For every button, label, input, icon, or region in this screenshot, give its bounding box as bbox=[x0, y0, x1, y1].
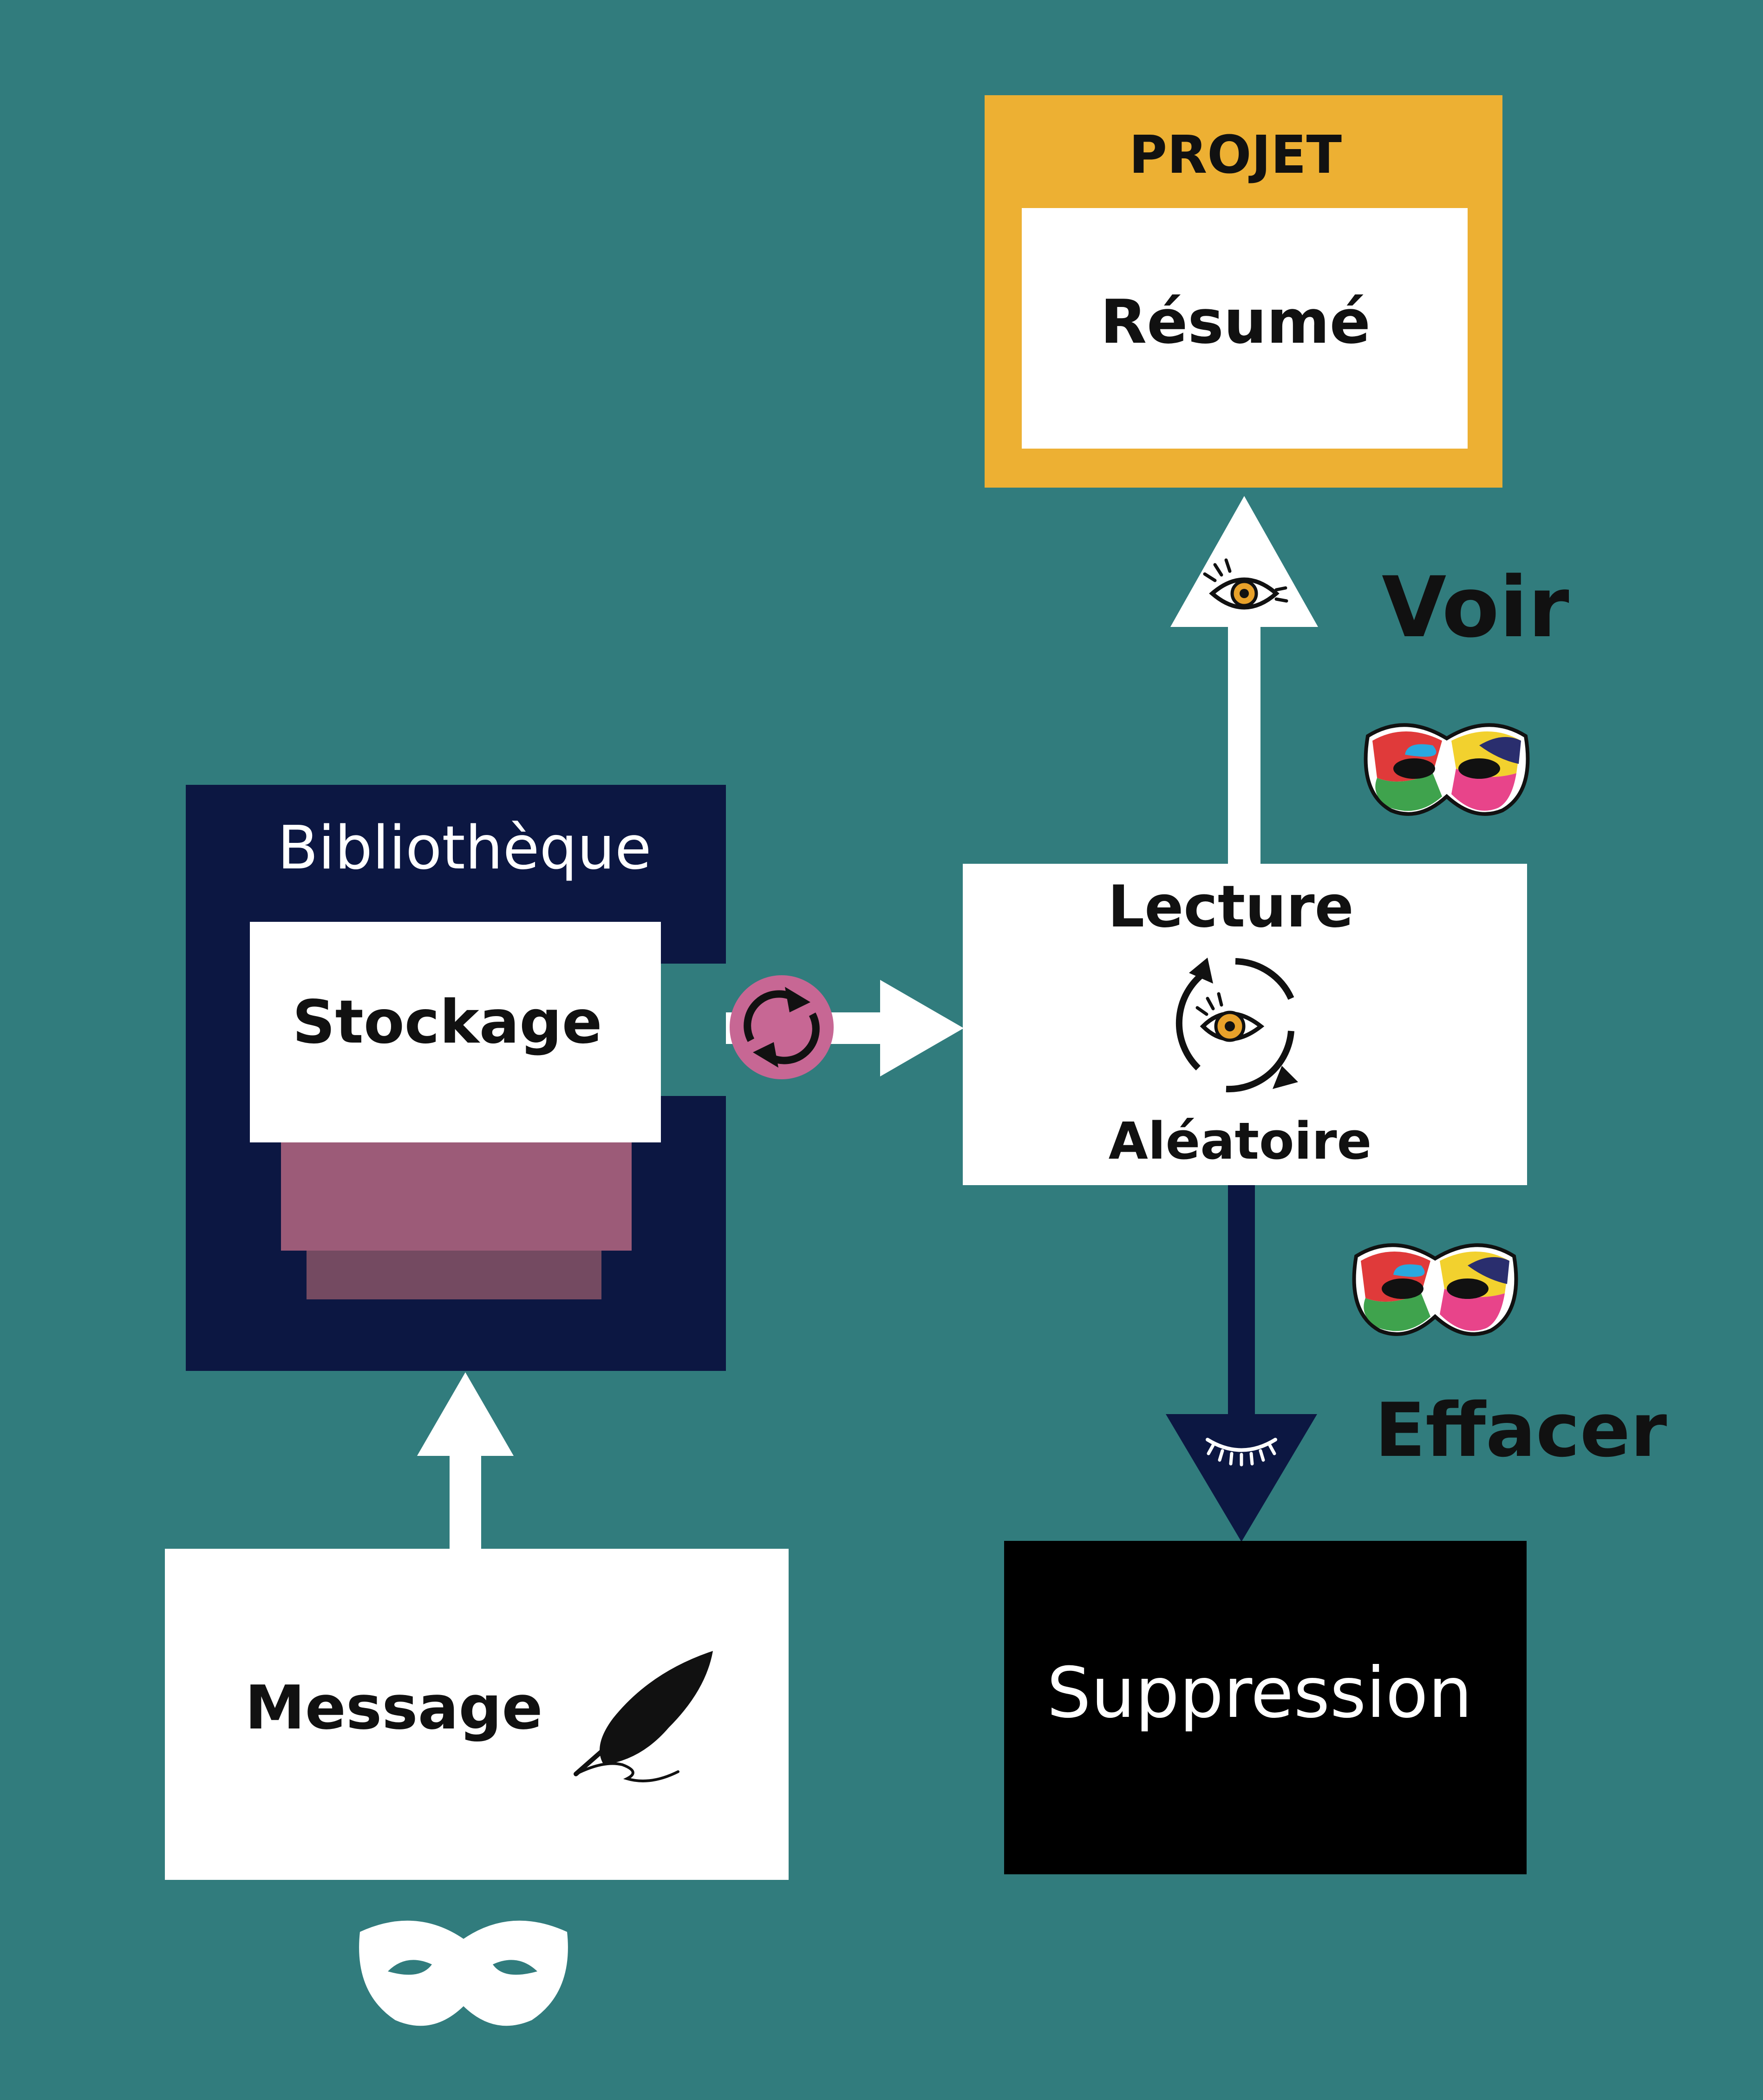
deletion-box bbox=[1004, 1541, 1527, 1874]
sync-icon bbox=[730, 975, 834, 1079]
cycle-eye-icon bbox=[1175, 958, 1298, 1093]
mask-icon bbox=[359, 1920, 568, 2026]
carnival-mask-icon bbox=[1364, 723, 1530, 816]
reading-subtitle: Aléatoire bbox=[1109, 1111, 1371, 1171]
arrow-reading-to-deletion bbox=[1166, 1184, 1317, 1542]
message-box bbox=[165, 1549, 789, 1880]
reading-title: Lecture bbox=[1108, 874, 1353, 940]
arrow-reading-to-project bbox=[1170, 496, 1318, 868]
storage-label: Stockage bbox=[292, 988, 602, 1057]
erase-action-label: Effacer bbox=[1375, 1387, 1667, 1474]
carnival-mask-icon bbox=[1352, 1243, 1518, 1336]
library-box bbox=[186, 785, 726, 1371]
deletion-label: Suppression bbox=[1047, 1653, 1472, 1734]
view-action-label: Voir bbox=[1382, 559, 1569, 656]
closed-eye-icon bbox=[1206, 1438, 1277, 1467]
quill-icon bbox=[574, 1651, 713, 1782]
project-summary: Résumé bbox=[1100, 287, 1371, 357]
library-title: Bibliothèque bbox=[277, 814, 651, 883]
message-label: Message bbox=[245, 1672, 542, 1743]
project-box bbox=[985, 95, 1502, 488]
arrow-message-to-library bbox=[417, 1372, 514, 1551]
project-title: PROJET bbox=[1129, 125, 1342, 185]
eye-icon bbox=[1203, 558, 1288, 610]
